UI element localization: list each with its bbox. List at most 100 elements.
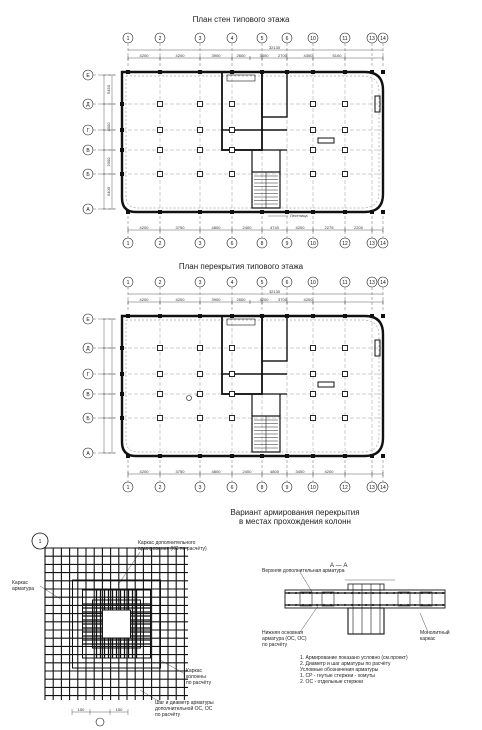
perimeter-column [285, 314, 289, 318]
rebar-dot-bottom [435, 604, 437, 606]
detail-note-bottom-1: Шаг и диаметр арматуры [155, 700, 214, 706]
axis-label-left: А [86, 207, 90, 213]
rebar-dot-bottom [295, 604, 297, 606]
axis-label-top: 14 [380, 280, 386, 286]
detail-note-top: Каркас дополнительного армирования (КС п… [138, 540, 207, 552]
column [197, 391, 203, 397]
plan1-title: План стен типового этажа [192, 15, 290, 24]
rebar-dot-top [309, 592, 311, 594]
perimeter-column [285, 454, 289, 458]
column [157, 391, 163, 397]
column [342, 345, 348, 351]
column [310, 101, 316, 107]
perimeter-column [126, 210, 130, 214]
dim-text-left: 5400 [106, 186, 111, 196]
cage-outline [82, 589, 151, 659]
rebar-dot-top [372, 592, 374, 594]
perimeter-column [260, 210, 264, 214]
perimeter-column [198, 314, 202, 318]
section-note-4: 1. СР - гнутые стержни - хомуты [300, 673, 375, 679]
axis-label-left: Д [86, 346, 90, 352]
axis-label-bottom: 3 [199, 485, 202, 491]
perimeter-column [285, 70, 289, 74]
leader-right [159, 659, 186, 675]
column [157, 171, 163, 177]
dim-text-left: 4000 [106, 122, 111, 132]
dim-text-top: 4350 [304, 53, 314, 58]
axis-label-top: 5 [261, 280, 264, 286]
axis-label-top: 11 [342, 36, 347, 42]
column [229, 171, 235, 177]
dim-text-top: 2700 [278, 53, 288, 58]
column [342, 391, 348, 397]
rebar-dot-top [323, 592, 325, 594]
dim-text-top: 4200 [176, 53, 186, 58]
cage-outline [92, 599, 141, 649]
rebar-dot-top [393, 592, 395, 594]
rebar-dot-top [407, 592, 409, 594]
axis-label-top: 10 [310, 36, 316, 42]
column [197, 171, 203, 177]
rebar-dot-top [414, 592, 416, 594]
section-a-a [284, 571, 446, 635]
axis-label-left: Б [86, 416, 90, 422]
perimeter-column [120, 346, 124, 350]
perimeter-column [260, 70, 264, 74]
axis-label-top: 2 [159, 280, 162, 286]
rebar-dot-bottom [330, 604, 332, 606]
dim-text-bottom: 4800 [212, 225, 222, 230]
dim-text-bottom: 4200 [325, 469, 335, 474]
section-label-br-2: каркас [420, 636, 436, 642]
rebar-dot-bottom [365, 604, 367, 606]
detail-note-right: Каркас колонны по расчёту [186, 668, 211, 686]
perimeter-column [158, 454, 162, 458]
rebar-dot-top [435, 592, 437, 594]
column [310, 345, 316, 351]
plan2-title: План перекрытия типового этажа [178, 262, 304, 271]
perimeter-column [158, 210, 162, 214]
perimeter-column [343, 314, 347, 318]
detail-note-top-1: Каркас дополнительного [138, 540, 196, 546]
section-title: А — А [330, 563, 348, 569]
detail-title-line2: в местах прохождения колонн [239, 517, 351, 526]
dim-text-top: 2600 [237, 53, 247, 58]
perimeter-column [311, 454, 315, 458]
dim-text-top: 4200 [140, 53, 150, 58]
axis-label-left: Б [86, 172, 90, 178]
perimeter-column [126, 454, 130, 458]
axis-label-bottom: 2 [159, 485, 162, 491]
axis-label-bottom: 12 [342, 485, 348, 491]
perimeter-column [381, 314, 385, 318]
axis-label-bottom: 10 [310, 241, 316, 247]
rebar-dot-top [386, 592, 388, 594]
section-leader-3 [419, 612, 429, 633]
perimeter-column [230, 454, 234, 458]
dim-text-bottom: 2400 [243, 225, 253, 230]
dim-text-bottom: 2275 [325, 225, 335, 230]
axis-label-top: 1 [127, 36, 130, 42]
rebar-dot-top [344, 592, 346, 594]
right-element [374, 95, 381, 113]
column [229, 345, 235, 351]
column [229, 371, 235, 377]
dim-text-bottom: 2200 [354, 225, 364, 230]
column [229, 391, 235, 397]
column [310, 391, 316, 397]
detail-axis-bubble [95, 717, 105, 727]
column [310, 415, 316, 421]
detail-note-right-2: колонны [186, 674, 206, 680]
detail-note-left-2: арматура [12, 586, 35, 592]
perimeter-column [198, 210, 202, 214]
perimeter-column [370, 210, 374, 214]
dim-text-overall: 32130 [269, 45, 281, 50]
detail-note-bottom: Шаг и диаметр арматуры дополнительной ОС… [155, 700, 214, 718]
rebar-dot-top [442, 592, 444, 594]
dim-text-top: 5100 [333, 53, 343, 58]
dim-text-bottom: 3750 [176, 225, 186, 230]
marker-circle [186, 395, 192, 401]
column [157, 371, 163, 377]
perimeter-column [343, 210, 347, 214]
axis-label-top: 3 [199, 280, 202, 286]
